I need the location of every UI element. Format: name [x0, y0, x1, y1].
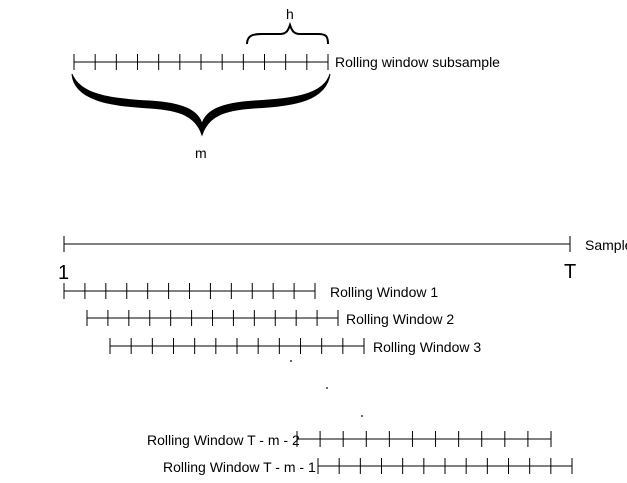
subsample-ticks [73, 54, 329, 70]
window-label: Rolling Window 3 [373, 339, 481, 355]
sample-end-label: T [564, 261, 576, 283]
windows-group: Rolling Window 1 Rolling Window 2 Rollin… [63, 283, 573, 475]
window-1: Rolling Window 1 [63, 283, 438, 300]
subsample-label: Rolling window subsample [335, 54, 500, 70]
window-ticks [109, 338, 365, 354]
window-2: Rolling Window 2 [86, 310, 454, 327]
ellipsis-dot [361, 415, 363, 417]
sample-start-label: 1 [58, 262, 69, 284]
sample-label: Sample [585, 237, 627, 253]
window-ticks [296, 431, 552, 447]
window-t-m-2: Rolling Window T - m - 2 [147, 431, 552, 448]
h-label: h [286, 6, 294, 22]
window-t-m-1: Rolling Window T - m - 1 [163, 458, 573, 475]
sample-group: Sample 1 T [58, 236, 627, 284]
window-ticks [63, 283, 316, 299]
window-3: Rolling Window 3 [109, 338, 481, 355]
window-ticks [86, 310, 339, 326]
window-label: Rolling Window 1 [330, 284, 438, 300]
window-label: Rolling Window T - m - 1 [163, 459, 316, 475]
window-label: Rolling Window 2 [346, 311, 454, 327]
h-brace [246, 21, 329, 45]
subsample-group: Rolling window subsample h m [71, 6, 500, 161]
ellipsis-dot [326, 387, 328, 389]
window-label: Rolling Window T - m - 2 [147, 432, 300, 448]
ellipsis-dot [290, 360, 292, 362]
window-ticks [317, 458, 573, 474]
m-brace [71, 73, 331, 137]
m-label: m [195, 145, 207, 161]
